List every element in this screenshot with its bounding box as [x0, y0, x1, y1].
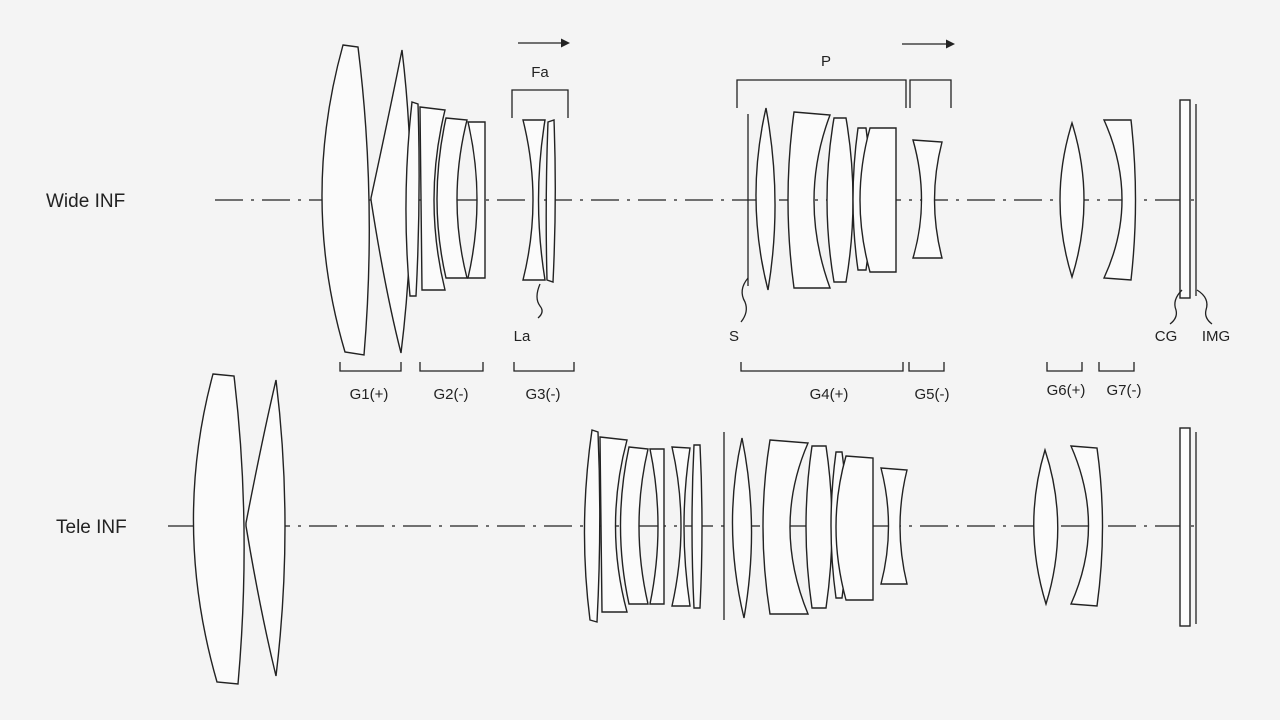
- wide-g4-lenses: [755, 107, 897, 291]
- g1-label: G1(+): [350, 386, 389, 403]
- tele-inf-label: Tele INF: [56, 517, 127, 538]
- wide-arrow-g5: [902, 39, 955, 49]
- wide-g3-lenses: [522, 119, 556, 283]
- wide-arrow-fa: [518, 38, 570, 48]
- tele-cover-glass: [1179, 427, 1191, 627]
- fa-bracket: [511, 89, 569, 118]
- group-brackets: [339, 362, 1135, 372]
- tele-g1-lenses: [192, 373, 286, 685]
- img-label: IMG: [1202, 328, 1230, 345]
- g4-label: G4(+): [810, 386, 849, 403]
- g3-label: G3(-): [526, 386, 561, 403]
- g5-top-bracket: [909, 79, 952, 108]
- cg-label: CG: [1155, 328, 1178, 345]
- cg-leader: [1169, 289, 1183, 325]
- wide-cover-glass: [1179, 99, 1191, 299]
- g6-label: G6(+): [1047, 382, 1086, 399]
- wide-g1-lenses: [321, 44, 412, 356]
- p-bracket: [736, 79, 907, 108]
- wide-inf-label: Wide INF: [46, 191, 125, 212]
- tele-g5-lens: [880, 467, 908, 585]
- g5-label: G5(-): [915, 386, 950, 403]
- la-leader: [536, 283, 543, 319]
- s-leader: [740, 277, 749, 323]
- p-label: P: [821, 53, 831, 70]
- wide-g6-lens: [1059, 120, 1085, 280]
- la-label: La: [514, 328, 531, 345]
- img-leader: [1196, 289, 1213, 325]
- wide-g5-lens: [912, 139, 943, 259]
- wide-g7-lens: [1102, 119, 1137, 281]
- tele-g4-lenses: [731, 437, 874, 619]
- g2-label: G2(-): [434, 386, 469, 403]
- tele-g7-lens: [1069, 445, 1104, 607]
- tele-g6-lens: [1033, 447, 1059, 607]
- wide-g2-lenses: [405, 101, 486, 297]
- tele-g2-lenses: [583, 429, 703, 623]
- g7-label: G7(-): [1107, 382, 1142, 399]
- fa-label: Fa: [531, 64, 549, 81]
- s-label: S: [729, 328, 739, 345]
